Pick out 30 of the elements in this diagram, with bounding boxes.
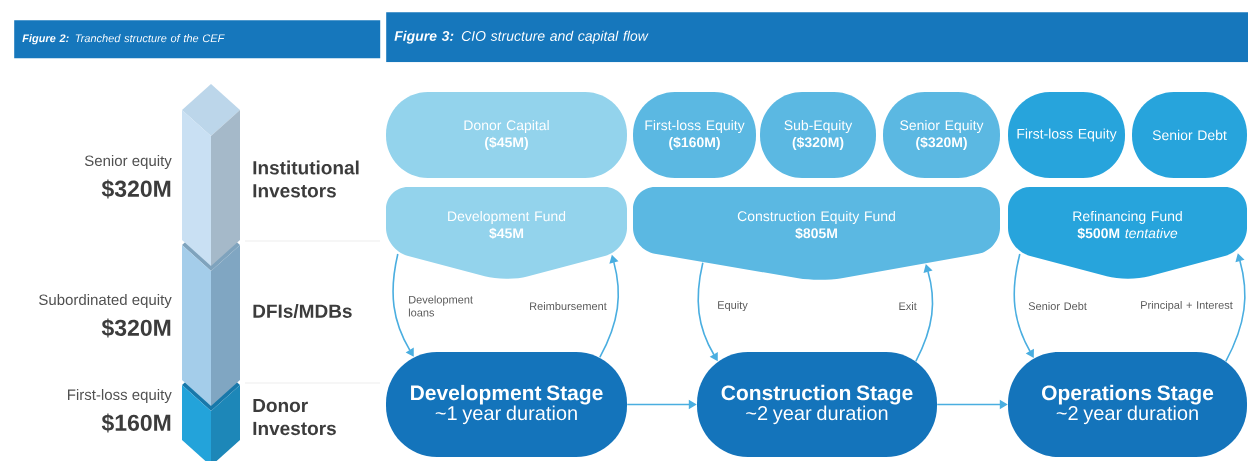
tranche-label: Senior equity xyxy=(84,155,172,169)
flow-arrow xyxy=(1013,253,1034,358)
investor-label: Donor Investors xyxy=(253,398,336,436)
capital-pill: Sub-Equity ($320M) xyxy=(760,92,876,178)
edge-label: Exit xyxy=(899,302,917,310)
flow-arrow xyxy=(392,253,414,357)
investor-label: DFIs/MDBs xyxy=(253,303,352,319)
stage-pill: Development Stage ~1 year duration xyxy=(386,352,627,457)
tranche-label: First-loss equity xyxy=(68,389,172,403)
edge-label: Reimbursement xyxy=(530,301,607,311)
capital-pill: First-loss Equity ($160M) xyxy=(633,92,756,178)
figure-header: Figure 2: Tranched structure of the CEF xyxy=(14,20,381,59)
amount-label: $320M xyxy=(101,318,171,338)
edge-label: Senior Debt xyxy=(1028,301,1087,311)
stage-pill: Operations Stage ~2 year duration xyxy=(1008,352,1247,457)
capital-pill: Senior Debt xyxy=(1132,92,1247,178)
amount-label: $320M xyxy=(101,179,171,199)
edge-label: Development loans xyxy=(408,295,473,317)
investor-label: Institutional Investors xyxy=(253,160,359,198)
figure-header: Figure 3: CIO structure and capital flow xyxy=(386,12,1248,63)
capital-pill: Donor Capital ($45M) xyxy=(386,92,627,178)
tranche-label: Subordinated equity xyxy=(39,294,172,308)
flow-arrow xyxy=(1225,253,1246,363)
stage-pill: Construction Stage ~2 year duration xyxy=(697,352,937,457)
capital-pill: First-loss Equity xyxy=(1008,92,1125,178)
edge-label: Principal + Interest xyxy=(1141,300,1233,312)
edge-label: Equity xyxy=(718,300,748,312)
capital-pill: Senior Equity ($320M) xyxy=(883,92,1000,178)
amount-label: $160M xyxy=(101,413,171,433)
flow-arrow xyxy=(915,264,934,363)
